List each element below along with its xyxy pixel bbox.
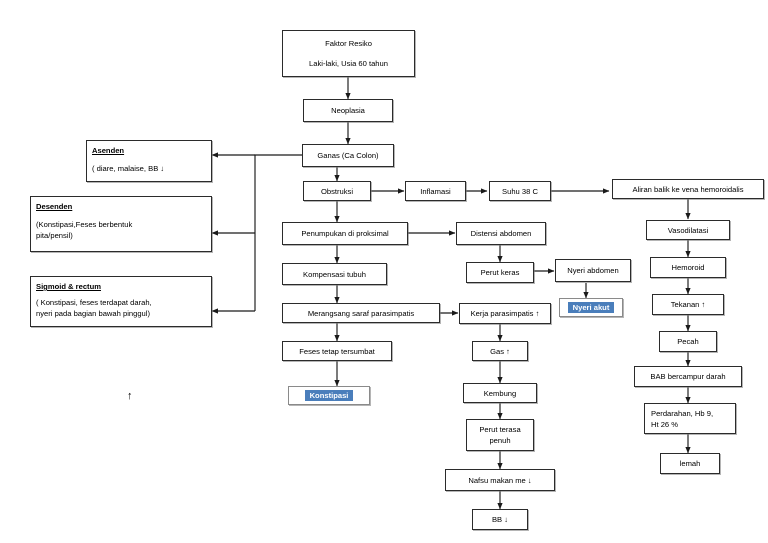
node-text: Penumpukan di proksimal [301, 229, 389, 238]
node-sigmoid-rectum[interactable]: Sigmoid & rectum ( Konstipasi, feses ter… [30, 276, 212, 327]
node-vasodilatasi[interactable]: Vasodilatasi [646, 220, 730, 240]
node-suhu-38c[interactable]: Suhu 38 C [489, 181, 551, 201]
node-text: Vasodilatasi [667, 225, 709, 235]
node-penumpukan-proksimal[interactable]: Penumpukan di proksimal [282, 222, 408, 245]
node-title: Asenden [92, 146, 125, 155]
node-text: Perut keras [480, 268, 520, 277]
node-bb-menurun[interactable]: BB ↓ [472, 509, 528, 530]
node-text: Tekanan ↑ [670, 300, 706, 309]
node-text: Gas ↑ [490, 346, 510, 356]
node-text: Ganas (Ca Colon) [317, 151, 379, 160]
node-inflamasi[interactable]: Inflamasi [405, 181, 466, 201]
node-ganas-ca-colon[interactable]: Ganas (Ca Colon) [302, 144, 394, 167]
node-nafsu-makan-menurun[interactable]: Nafsu makan me ↓ [445, 469, 555, 491]
node-asenden[interactable]: Asenden ( diare, malaise, BB ↓ [86, 140, 212, 182]
node-gas[interactable]: Gas ↑ [472, 341, 528, 361]
node-pecah[interactable]: Pecah [659, 331, 717, 352]
node-text: Kembung [483, 388, 517, 398]
node-text: pita/pensil) [36, 231, 73, 240]
node-text: BAB bercampur darah [650, 372, 726, 381]
node-text: Nyeri abdomen [567, 266, 619, 275]
node-text: Feses tetap tersumbat [299, 346, 375, 356]
node-text: Aliran balik ke vena hemoroidalis [632, 184, 744, 194]
node-neoplasia[interactable]: Neoplasia [303, 99, 393, 122]
node-text: Kompensasi tubuh [303, 269, 366, 279]
node-text: Neoplasia [331, 106, 365, 115]
node-distensi-abdomen[interactable]: Distensi abdomen [456, 222, 546, 245]
node-konstipasi[interactable]: Konstipasi [288, 386, 370, 405]
node-text: Laki-laki, Usia 60 tahun [309, 59, 388, 68]
node-hemoroid[interactable]: Hemoroid [650, 257, 726, 278]
node-text: ( diare, malaise, BB ↓ [92, 164, 165, 173]
node-nyeri-abdomen[interactable]: Nyeri abdomen [555, 259, 631, 282]
node-text: Konstipasi [304, 389, 354, 402]
node-obstruksi[interactable]: Obstruksi [303, 181, 371, 201]
node-text: Pecah [677, 337, 699, 346]
node-bab-bercampur-darah[interactable]: BAB bercampur darah [634, 366, 742, 387]
node-text: (Konstipasi,Feses berbentuk [36, 220, 133, 229]
node-title: Sigmoid & rectum [36, 282, 101, 291]
node-title: Desenden [36, 202, 73, 211]
node-text: lemah [679, 459, 701, 468]
node-text: Obstruksi [320, 186, 354, 196]
node-text: Distensi abdomen [470, 229, 532, 238]
node-text: Perut terasa [479, 425, 521, 434]
node-text: Ht 26 % [651, 419, 679, 429]
node-lemah[interactable]: lemah [660, 453, 720, 474]
node-text: Nafsu makan me ↓ [468, 475, 532, 485]
node-nyeri-akut[interactable]: Nyeri akut [559, 298, 623, 317]
node-desenden[interactable]: Desenden (Konstipasi,Feses berbentuk pit… [30, 196, 212, 252]
node-text: penuh [489, 436, 511, 445]
node-text: Kerja parasimpatis ↑ [470, 309, 540, 318]
node-kompensasi-tubuh[interactable]: Kompensasi tubuh [282, 263, 387, 285]
node-faktor-resiko[interactable]: Faktor Resiko Laki-laki, Usia 60 tahun [282, 30, 415, 77]
node-merangsang-saraf-parasimpatis[interactable]: Merangsang saraf parasimpatis [282, 303, 440, 323]
node-text: Perdarahan, Hb 9, [651, 408, 714, 418]
node-text: Suhu 38 C [502, 186, 538, 196]
node-text: Merangsang saraf parasimpatis [307, 308, 415, 318]
node-perut-keras[interactable]: Perut keras [466, 262, 534, 283]
node-text: nyeri pada bagian bawah pinggul) [36, 309, 150, 318]
node-text: ( Konstipasi, feses terdapat darah, [36, 298, 152, 307]
node-kerja-parasimpatis[interactable]: Kerja parasimpatis ↑ [459, 303, 551, 324]
node-text: Faktor Resiko [325, 39, 372, 48]
node-kembung[interactable]: Kembung [463, 383, 537, 403]
node-text: BB ↓ [491, 515, 509, 524]
node-feses-tetap-tersumbat[interactable]: Feses tetap tersumbat [282, 341, 392, 361]
node-perut-terasa-penuh[interactable]: Perut terasa penuh [466, 419, 534, 451]
stray-up-arrow-glyph: ↑ [127, 390, 133, 402]
node-text: Inflamasi [420, 186, 451, 196]
node-tekanan[interactable]: Tekanan ↑ [652, 294, 724, 315]
node-aliran-balik-vena-hemoroidalis[interactable]: Aliran balik ke vena hemoroidalis [612, 179, 764, 199]
node-text: Nyeri akut [567, 301, 615, 314]
node-text: Hemoroid [671, 263, 705, 272]
node-perdarahan-hb-ht[interactable]: Perdarahan, Hb 9, Ht 26 % [644, 403, 736, 434]
